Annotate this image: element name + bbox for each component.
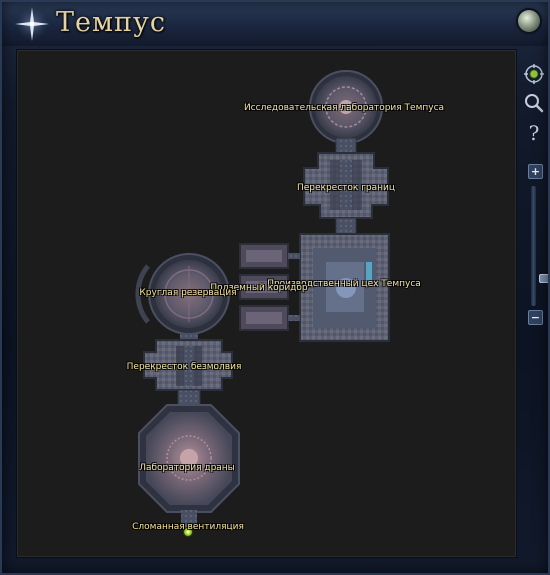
border-crossroads-room — [303, 152, 389, 237]
silence-crossroads-room — [143, 339, 233, 409]
compass-star-icon — [15, 7, 49, 41]
location-label[interactable]: Лаборатория драны — [139, 463, 235, 473]
map-toolbar: ? + − — [519, 58, 550, 568]
location-label[interactable]: Перекресток границ — [296, 183, 396, 193]
location-label[interactable]: Перекресток безмолвия — [126, 362, 242, 372]
zoom-slider-thumb[interactable] — [539, 274, 550, 284]
help-icon[interactable]: ? — [523, 122, 545, 144]
target-icon[interactable] — [523, 63, 545, 85]
research-lab-room — [309, 70, 383, 159]
location-label[interactable]: Производственный цех Темпуса — [267, 279, 421, 289]
production-hall-room — [299, 233, 390, 342]
location-label[interactable]: Подземный коридор — [210, 283, 308, 293]
minimap-toggle-button[interactable] — [518, 10, 540, 32]
location-label[interactable]: Исследовательская лаборатория Темпуса — [243, 103, 445, 113]
title-bar: Темпус — [0, 0, 550, 46]
location-label[interactable]: Сломанная вентиляция — [132, 522, 244, 532]
player-marker — [182, 526, 194, 538]
map-view[interactable] — [17, 50, 516, 557]
search-icon[interactable] — [523, 92, 545, 114]
round-reservation-room — [135, 253, 230, 345]
zoom-slider-track[interactable] — [531, 186, 550, 306]
underground-corridor-rooms — [226, 243, 300, 331]
zoom-in-button[interactable]: + — [528, 164, 543, 179]
zoom-out-button[interactable]: − — [528, 310, 543, 325]
drana-lab-room — [138, 404, 240, 528]
location-label[interactable]: Круглая резервация — [139, 288, 237, 298]
svg-text:?: ? — [529, 122, 540, 144]
window-title: Темпус — [56, 7, 166, 38]
